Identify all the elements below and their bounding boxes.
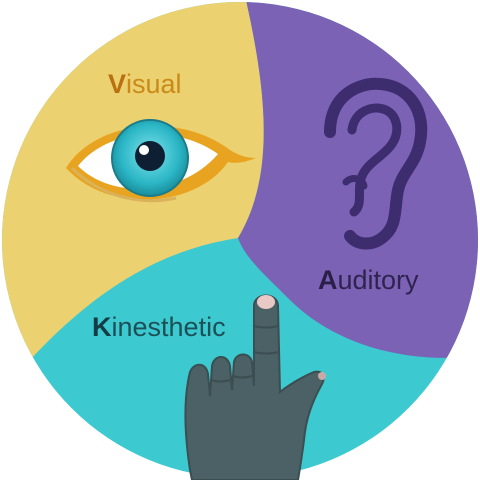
label-auditory: Auditory — [318, 265, 419, 295]
label-kinesthetic-initial: K — [92, 312, 112, 342]
eye-icon — [66, 119, 256, 203]
ear-icon — [324, 77, 428, 250]
pointing-hand-icon — [184, 294, 326, 480]
label-auditory-initial: A — [318, 265, 338, 295]
label-visual: Visual — [108, 69, 182, 99]
label-kinesthetic: Kinesthetic — [92, 312, 226, 342]
label-kinesthetic-rest: inesthetic — [112, 312, 226, 342]
label-auditory-rest: uditory — [338, 265, 420, 295]
label-visual-initial: V — [108, 69, 126, 99]
label-visual-rest: isual — [126, 69, 182, 99]
